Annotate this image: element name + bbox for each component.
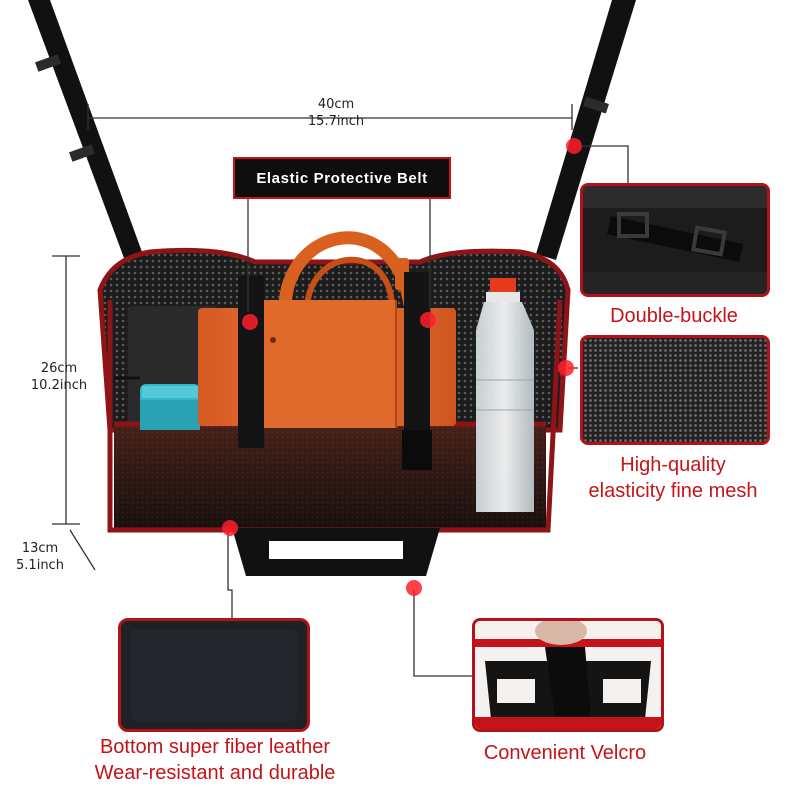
depth-cm-label: 13cm	[21, 541, 59, 556]
double-buckle-label: Double-buckle	[610, 305, 738, 327]
red-indicator-dots	[222, 138, 582, 596]
water-bottle-item	[476, 278, 534, 512]
width-cm-label: 40cm	[317, 97, 355, 112]
bottom-handle	[232, 528, 440, 576]
fine-mesh-thumbnail	[580, 335, 770, 445]
fine-mesh-label: High-quality elasticity fine mesh	[566, 452, 780, 504]
elastic-belts	[238, 272, 432, 470]
depth-inch-label: 5.1inch	[16, 558, 64, 573]
bottom-label-line2: Wear-resistant and durable	[94, 762, 336, 784]
double-buckle-thumbnail	[580, 183, 770, 297]
velcro-thumbnail	[472, 618, 664, 732]
bottom-leather-thumbnail	[118, 618, 310, 732]
mesh-label-line1: High-quality	[620, 454, 726, 476]
velcro-label: Convenient Velcro	[483, 742, 647, 764]
height-inch-label: 10.2inch	[30, 378, 88, 393]
width-dimension: 40cm 15.7inch	[296, 96, 376, 130]
width-inch-label: 15.7inch	[307, 114, 365, 129]
bottom-leather-label: Bottom super fiber leather Wear-resistan…	[62, 734, 368, 786]
dimension-lines	[52, 104, 573, 571]
left-strap	[28, 0, 142, 258]
height-dimension: 26cm 10.2inch	[14, 360, 104, 394]
right-strap	[536, 0, 636, 260]
bottom-label-line1: Bottom super fiber leather	[99, 736, 331, 758]
height-cm-label: 26cm	[40, 361, 78, 376]
elastic-belt-tag: Elastic Protective Belt	[233, 157, 451, 199]
mesh-label-line2: elasticity fine mesh	[588, 480, 758, 502]
container-item	[140, 384, 200, 430]
depth-dimension: 13cm 5.1inch	[0, 540, 80, 574]
